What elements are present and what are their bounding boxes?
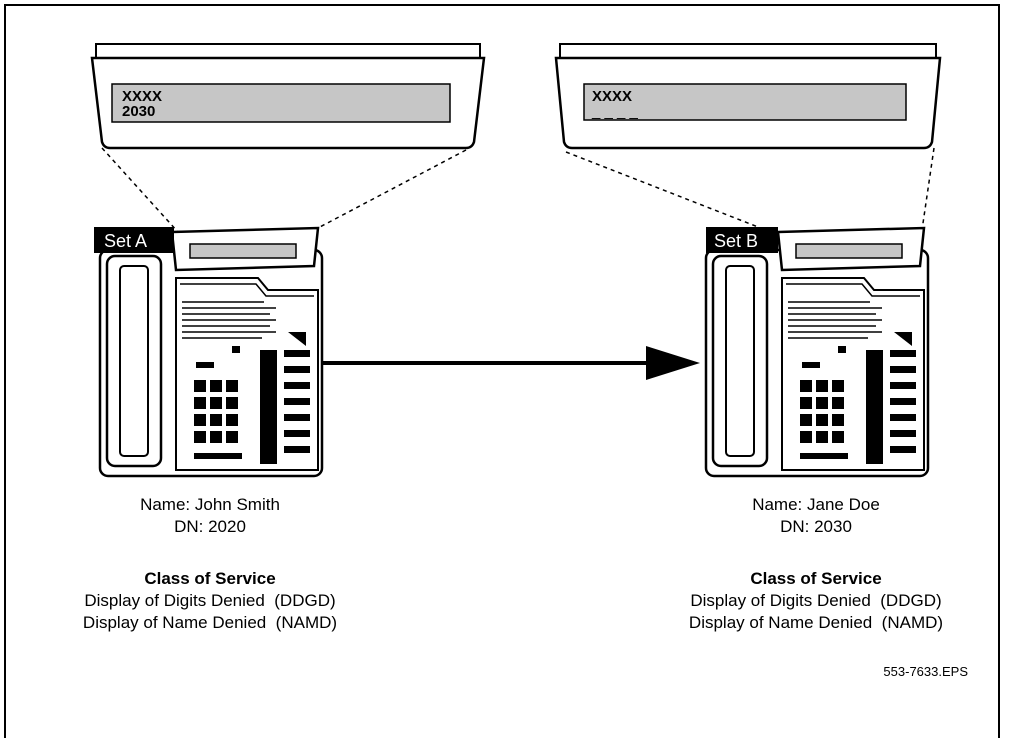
keypad-icon [800,380,848,459]
set-a-display-line2: 2030 [122,103,155,120]
figure-id: 553-7633.EPS [883,664,968,679]
figure-frame [4,4,1000,738]
set-b-display-screen [583,83,907,121]
set-b-cos-title: Class of Service [750,569,882,588]
set-a-telephone: Set A [94,226,324,478]
set-b-info: Name: Jane Doe DN: 2030 Class of Service… [626,494,1006,634]
set-b-display-line2: _ _ _ _ [591,103,639,120]
set-a-cos-title: Class of Service [144,569,276,588]
set-b-label-box [706,227,778,253]
set-b-cos-line1: Display of Digits Denied (DDGD) [690,591,942,610]
set-a-display-screen [111,83,451,123]
set-b-dn: DN: 2030 [780,517,852,536]
call-arrow [322,346,700,380]
zoom-lines [101,147,935,235]
keypad-icon [194,380,242,459]
set-a-cos-line2: Display of Name Denied (NAMD) [82,613,338,632]
set-b-label: Set B [714,231,758,251]
set-a-display-line1: XXXX [122,88,162,105]
set-a-dn: DN: 2020 [174,517,246,536]
set-b-cos-line2: Display of Name Denied (NAMD) [688,613,944,632]
set-b-display-line1: XXXX [592,88,632,105]
set-b-name: Name: Jane Doe [752,495,880,514]
set-b-telephone: Set B [704,226,930,478]
set-a-label: Set A [104,231,147,251]
set-a-cos-line1: Display of Digits Denied (DDGD) [84,591,336,610]
set-a-display-zoom: XXXX 2030 [90,43,486,150]
set-b-display-zoom: XXXX _ _ _ _ [554,43,942,150]
set-a-info: Name: John Smith DN: 2020 Class of Servi… [20,494,400,634]
set-a-label-box [94,227,174,253]
set-a-name: Name: John Smith [140,495,280,514]
